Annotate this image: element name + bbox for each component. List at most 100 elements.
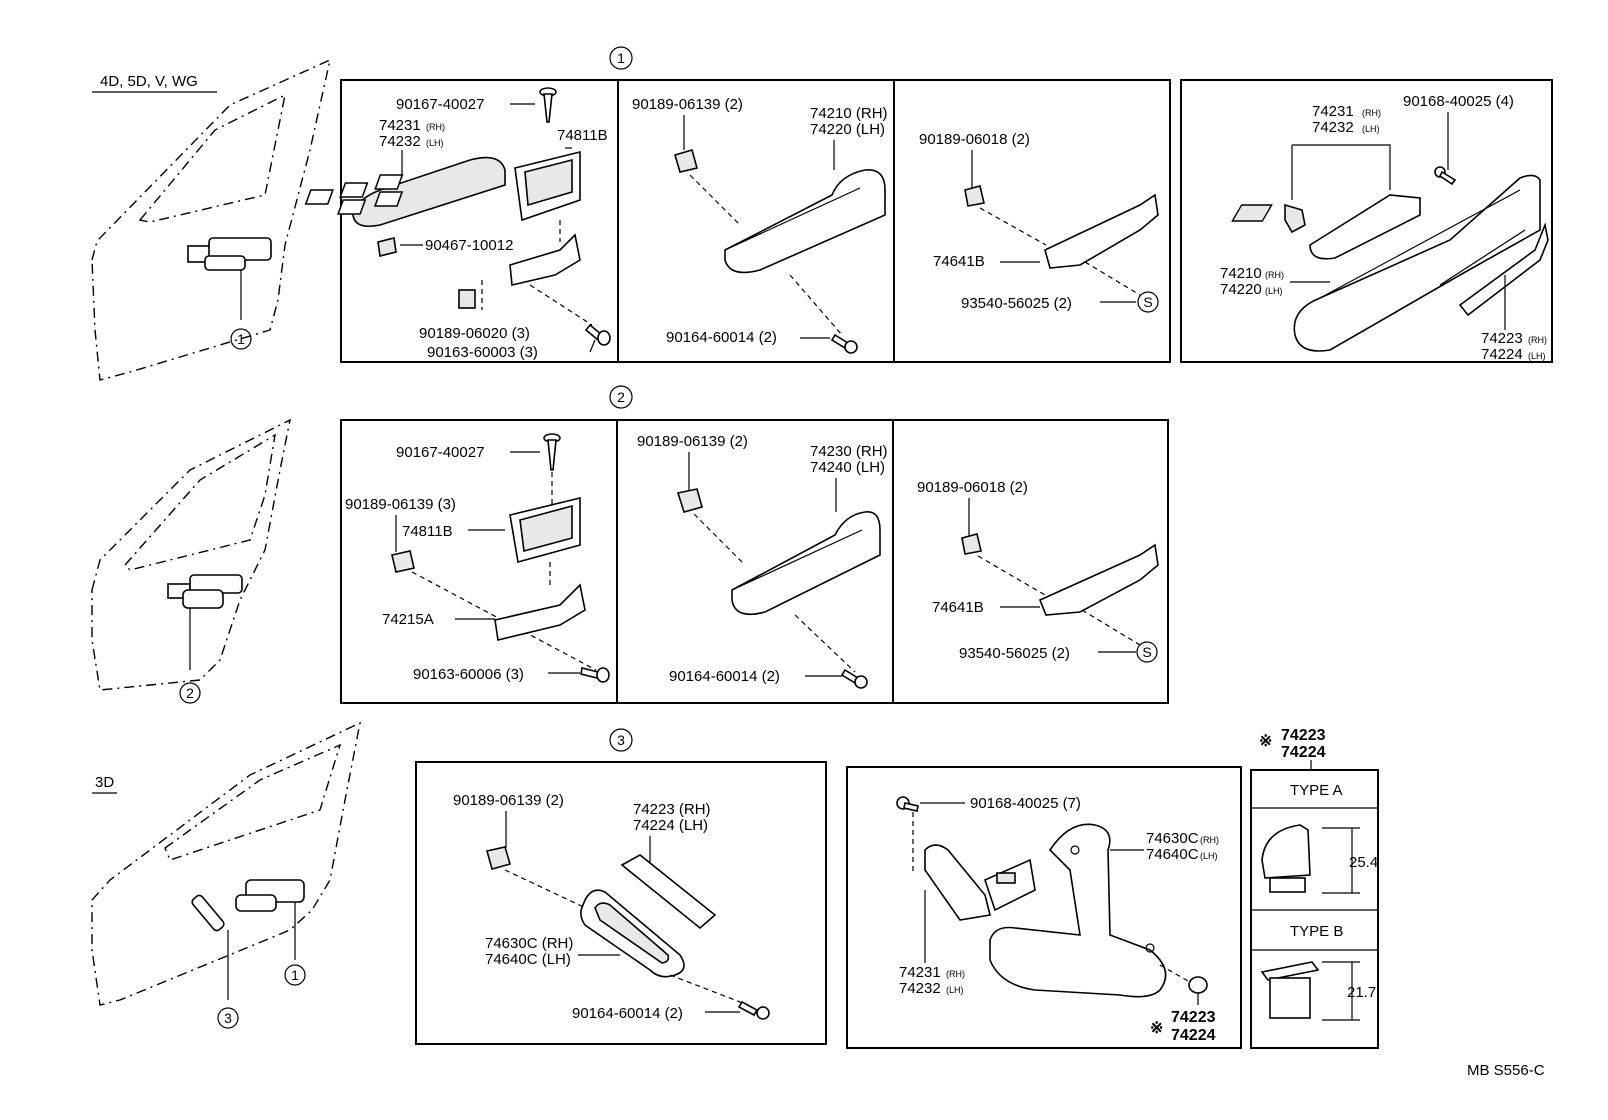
nut-90189-06139-2-icon (676, 488, 703, 513)
s-mark-2-icon (1136, 641, 1158, 663)
pad-74223-3a (620, 854, 717, 930)
variant-label-4d-5d-v-wg: 4D, 5D, V, WG (100, 73, 198, 90)
label-74230-rh: 74230 (RH) (810, 443, 888, 460)
callout-2-header: 2 (609, 385, 633, 409)
callout-1-header: 1 (609, 46, 633, 70)
svg-text:(LH): (LH) (1528, 351, 1546, 361)
svg-text:S: S (1142, 644, 1151, 660)
svg-text:3: 3 (617, 732, 625, 748)
svg-text:(RH): (RH) (426, 122, 445, 132)
screw-90164-60014-icon (830, 333, 858, 354)
switch-base-panel (304, 156, 506, 228)
label-74240-lh: 74240 (LH) (810, 459, 885, 476)
grip-74630c (580, 889, 685, 978)
types-frame (1250, 769, 1379, 1049)
panel-1d-frame (1180, 79, 1553, 363)
label-90164-60014-3a: 90164-60014 (2) (572, 1005, 683, 1022)
label-90467-10012: 90467-10012 (425, 237, 513, 254)
label-90189-06020: 90189-06020 (3) (419, 325, 530, 342)
label-74215a: 74215A (382, 611, 434, 628)
label-74224-d: 74224 (1481, 346, 1523, 363)
nut-90189-06020-icon (458, 289, 476, 309)
label-74231-3b: 74231 (899, 964, 941, 981)
svg-text:1: 1 (617, 50, 625, 66)
label-90163-60003: 90163-60003 (3) (427, 344, 538, 361)
armrest-74210-d (1293, 174, 1541, 352)
label-74232-3b: 74232 (899, 980, 941, 997)
variant-label-3d: 3D (95, 774, 114, 791)
label-74641b: 74641B (933, 253, 985, 270)
rear-door-outline (91, 418, 291, 691)
svg-text:(RH): (RH) (1200, 835, 1219, 845)
label-90164-60014: 90164-60014 (2) (666, 329, 777, 346)
type-a-dimension: 25.4 (1349, 854, 1378, 871)
label-74231-d: 74231 (1312, 103, 1354, 120)
label-90168-40025: 90168-40025 (4) (1403, 93, 1514, 110)
label-90189-06139-3: 90189-06139 (3) (345, 496, 456, 513)
label-74223-d: 74223 (1481, 330, 1523, 347)
panel-2c-frame (892, 419, 1169, 704)
cap-74223-icon (1188, 976, 1208, 994)
3d-door-outline (91, 721, 361, 1006)
label-74640c-lh: 74640C (LH) (485, 951, 571, 968)
screw-90167-40027-2-icon (543, 433, 561, 471)
type-b-label: TYPE B (1290, 923, 1343, 940)
screw-90164-60014-2-icon (840, 668, 868, 689)
3d-door-grip (191, 894, 225, 932)
svg-text:2: 2 (617, 389, 625, 405)
label-90168-40025-7: 90168-40025 (7) (970, 795, 1081, 812)
label-74811b-2: 74811B (402, 523, 453, 540)
label-93540-56025-2: 93540-56025 (2) (959, 645, 1070, 662)
switch-bezel (514, 150, 581, 222)
svg-text:(LH): (LH) (426, 138, 444, 148)
label-74224-3b: 74224 (1171, 1027, 1216, 1044)
nut-90189-06139-3-icon (391, 550, 415, 573)
label-74630c-rh: 74630C (RH) (485, 935, 573, 952)
drawing-code: MB S556-C (1467, 1062, 1545, 1079)
pad-74223 (1458, 222, 1549, 317)
nut-90189-06139-3a-icon (486, 846, 511, 870)
svg-text:(LH): (LH) (1362, 124, 1380, 134)
label-74640c-3b: 74640C (1146, 846, 1199, 863)
panel-3a-frame (415, 761, 827, 1045)
svg-text:1: 1 (291, 967, 299, 983)
label-90164-60014-2: 90164-60014 (2) (669, 668, 780, 685)
type-a-cap-icon (1261, 824, 1311, 893)
screw-90163-60003-icon (584, 323, 611, 346)
label-90167-40027: 90167-40027 (396, 96, 484, 113)
callout-2-left: 2 (179, 682, 201, 704)
panel-1c-frame (893, 79, 1171, 363)
label-74232: 74232 (379, 133, 421, 150)
switch-base-74231 (1231, 194, 1421, 260)
label-74220-lh: 74220 (LH) (810, 121, 885, 138)
switch-bezel-2 (509, 496, 581, 564)
label-90163-60006: 90163-60006 (3) (413, 666, 524, 683)
svg-text:(RH): (RH) (1265, 270, 1284, 280)
type-a-label: TYPE A (1290, 782, 1343, 799)
label-74223-3b: 74223 (1171, 1009, 1216, 1026)
front-door-outline (91, 58, 331, 381)
callout-1-left-bottom: 1 (284, 964, 306, 986)
switch-bracket (509, 233, 581, 286)
armrest-74230 (731, 511, 881, 616)
base-bracket-74231 (924, 844, 1036, 921)
panel-3b-frame (846, 766, 1242, 1049)
label-74210-rh: 74210 (RH) (810, 105, 888, 122)
s-mark-icon (1137, 291, 1159, 313)
label-74220-d: 74220 (1220, 281, 1262, 298)
label-90189-06139-3a: 90189-06139 (2) (453, 792, 564, 809)
svg-text:(LH): (LH) (1200, 851, 1218, 861)
armrest-74210 (724, 169, 886, 274)
screw-90163-60006-icon (580, 667, 610, 683)
grip-74630c-3b (989, 823, 1167, 998)
bracket-74641b (1044, 193, 1159, 269)
nut-90189-06139-icon (674, 149, 698, 173)
svg-text:1: 1 (237, 331, 245, 347)
svg-text:(RH): (RH) (1528, 335, 1547, 345)
svg-text:(RH): (RH) (1362, 108, 1381, 118)
label-93540-56025: 93540-56025 (2) (961, 295, 1072, 312)
bracket-74215a (494, 583, 586, 641)
label-74232-d: 74232 (1312, 119, 1354, 136)
svg-text:(LH): (LH) (946, 985, 964, 995)
